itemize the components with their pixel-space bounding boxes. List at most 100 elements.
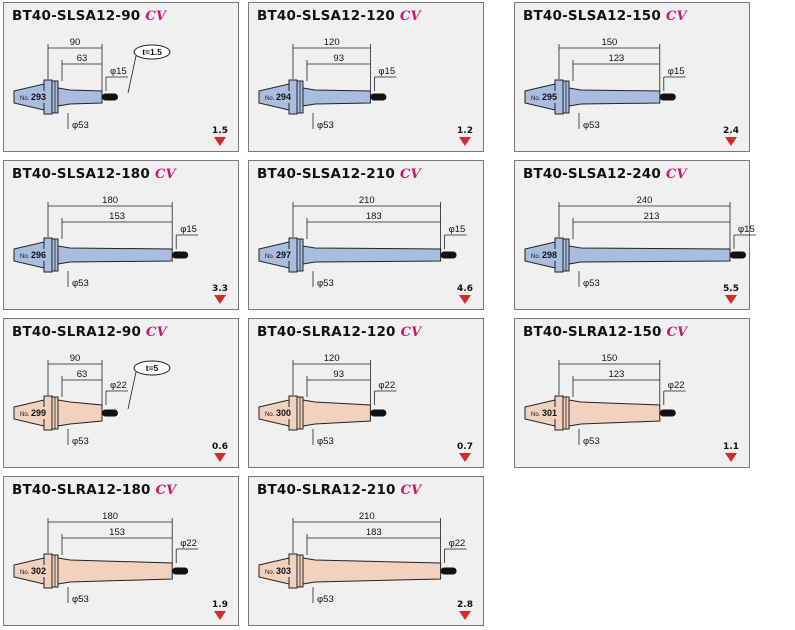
weight-value: 1.9 <box>212 600 228 610</box>
flange-diameter-label: φ53 <box>317 278 334 289</box>
weight-indicator: 1.2 <box>457 126 473 147</box>
model-number: 294 <box>276 92 291 102</box>
gauge-length-label: 123 <box>608 369 624 380</box>
weight-value: 2.8 <box>457 600 473 610</box>
cv-logo: CV <box>399 167 421 182</box>
flange-diameter-label: φ53 <box>317 594 334 605</box>
model-number: 302 <box>31 566 46 576</box>
weight-value: 3.3 <box>212 284 228 294</box>
down-arrow-icon <box>459 295 471 304</box>
gauge-length-label: 183 <box>366 527 382 538</box>
tip-diameter-label: φ15 <box>449 224 466 235</box>
model-number-prefix: No. <box>265 254 275 260</box>
gauge-length-label: 63 <box>77 53 88 64</box>
overall-length-label: 90 <box>70 37 81 48</box>
flange-diameter-label: φ53 <box>72 278 89 289</box>
tip-diameter-label: φ22 <box>110 380 127 391</box>
thickness-label: t=1.5 <box>142 47 162 57</box>
model-prefix: BT40-SLSA12- <box>523 8 633 24</box>
weight-indicator: 4.6 <box>457 284 473 305</box>
flange-diameter-label: φ53 <box>317 120 334 131</box>
model-number: 303 <box>276 566 291 576</box>
tip-diameter-label: φ15 <box>110 66 127 77</box>
tip-diameter-label: φ15 <box>738 224 755 235</box>
weight-value: 1.1 <box>723 442 739 452</box>
weight-value: 2.4 <box>723 126 739 136</box>
cv-logo: CV <box>400 483 422 498</box>
weight-indicator: 0.7 <box>457 442 473 463</box>
model-length: 210 <box>366 482 396 498</box>
model-prefix: BT40-SLRA12- <box>12 482 122 498</box>
tip-diameter-label: φ22 <box>668 380 685 391</box>
weight-value: 0.6 <box>212 442 228 452</box>
down-arrow-icon <box>725 295 737 304</box>
weight-value: 5.5 <box>723 284 739 294</box>
model-number-prefix: No. <box>20 96 30 102</box>
product-title: BT40-SLRA12-210 CV <box>257 482 421 498</box>
cv-logo: CV <box>665 9 687 24</box>
flange-diameter-label: φ53 <box>583 436 600 447</box>
down-arrow-icon <box>214 453 226 462</box>
model-prefix: BT40-SLSA12- <box>12 166 122 182</box>
down-arrow-icon <box>459 453 471 462</box>
tip-diameter-label: φ15 <box>378 66 395 77</box>
overall-length-label: 120 <box>324 353 340 364</box>
cv-logo: CV <box>666 325 688 340</box>
overall-length-label: 240 <box>637 195 653 206</box>
tip-diameter-label: φ22 <box>180 538 197 549</box>
gauge-length-label: 153 <box>109 527 125 538</box>
weight-indicator: 5.5 <box>723 284 739 305</box>
weight-indicator: 2.8 <box>457 600 473 621</box>
down-arrow-icon <box>459 611 471 620</box>
cv-logo: CV <box>400 325 422 340</box>
weight-indicator: 1.5 <box>212 126 228 147</box>
product-title: BT40-SLSA12-150 CV <box>523 8 687 24</box>
gauge-length-label: 153 <box>109 211 125 222</box>
model-number: 298 <box>542 250 557 260</box>
model-length: 120 <box>366 324 396 340</box>
flange-diameter-label: φ53 <box>72 594 89 605</box>
weight-indicator: 1.9 <box>212 600 228 621</box>
down-arrow-icon <box>214 611 226 620</box>
model-length: 240 <box>632 166 661 182</box>
gauge-length-label: 63 <box>77 369 88 380</box>
flange-diameter-label: φ53 <box>317 436 334 447</box>
weight-value: 4.6 <box>457 284 473 294</box>
model-length: 150 <box>632 324 662 340</box>
model-length: 90 <box>121 324 142 340</box>
cv-logo: CV <box>146 325 167 340</box>
model-number-prefix: No. <box>265 412 275 418</box>
model-number: 301 <box>542 408 557 418</box>
overall-length-label: 210 <box>359 511 375 522</box>
model-number: 299 <box>31 408 46 418</box>
model-prefix: BT40-SLRA12- <box>257 482 367 498</box>
model-length: 180 <box>121 482 151 498</box>
model-prefix: BT40-SLSA12- <box>257 8 367 24</box>
weight-value: 0.7 <box>457 442 473 452</box>
overall-length-label: 150 <box>601 353 617 364</box>
tip-diameter-label: φ15 <box>668 66 685 77</box>
model-length: 150 <box>632 8 661 24</box>
